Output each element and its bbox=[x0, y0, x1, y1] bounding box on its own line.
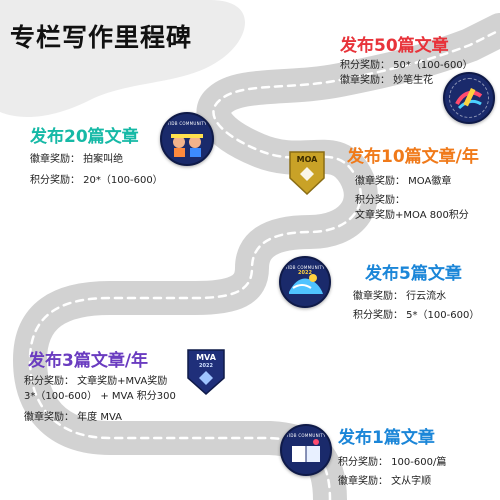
milestone-title: 发布50篇文章 bbox=[340, 36, 449, 56]
badge-wave-icon: TIDB COMMUNITY 2022 bbox=[279, 256, 331, 308]
milestone-title: 发布5篇文章 bbox=[365, 264, 462, 284]
milestone-points: 积分奖励： 20*（100-600） bbox=[30, 175, 163, 186]
badge-book-icon: TIDB COMMUNITY bbox=[280, 424, 332, 476]
milestone-title: 发布10篇文章/年 bbox=[347, 147, 479, 167]
milestone-3-articles-year: 发布3篇文章/年 积分奖励： 文章奖励+MVA奖励 3*（100-600） + … bbox=[24, 351, 176, 425]
milestone-points: 积分奖励： bbox=[355, 195, 405, 206]
milestone-badge: 徽章奖励： 拍案叫绝 bbox=[30, 154, 124, 165]
badge-pen-icon bbox=[443, 72, 495, 124]
badge-header: TIDB COMMUNITY bbox=[286, 433, 326, 438]
page-title: 专栏写作里程碑 bbox=[10, 23, 193, 52]
milestone-title: 发布1篇文章 bbox=[338, 428, 435, 448]
milestone-badge: 徽章奖励： 文从字顺 bbox=[338, 476, 432, 487]
milestone-points: 积分奖励： 100-600/篇 bbox=[338, 457, 447, 468]
milestone-1-article: 发布1篇文章 积分奖励： 100-600/篇 徽章奖励： 文从字顺 bbox=[338, 428, 446, 489]
badge-header: TIDB COMMUNITY bbox=[285, 265, 325, 270]
badge-year: 2022 bbox=[298, 270, 312, 276]
milestone-points-detail: 3*（100-600） + MVA 积分300 bbox=[24, 391, 176, 402]
milestone-points: 积分奖励： 50*（100-600） bbox=[340, 60, 473, 71]
milestone-5-articles: 发布5篇文章 徽章奖励： 行云流水 积分奖励： 5*（100-600） bbox=[353, 264, 479, 323]
milestone-title: 发布3篇文章/年 bbox=[28, 351, 149, 371]
milestone-points: 积分奖励： 文章奖励+MVA奖励 bbox=[24, 376, 168, 387]
badge-clap-icon: TIDB COMMUNITY bbox=[160, 112, 214, 166]
milestone-badge: 徽章奖励： 年度 MVA bbox=[24, 412, 123, 423]
milestone-badge: 徽章奖励： 行云流水 bbox=[353, 291, 447, 302]
milestone-points: 积分奖励： 5*（100-600） bbox=[353, 310, 480, 321]
shield-year: 2022 bbox=[199, 363, 213, 369]
milestone-20-articles: 发布20篇文章 徽章奖励： 拍案叫绝 积分奖励： 20*（100-600） bbox=[30, 127, 163, 188]
milestone-title: 发布20篇文章 bbox=[30, 127, 139, 147]
milestone-points-detail: 文章奖励+MOA 800积分 bbox=[355, 210, 469, 221]
milestone-10-articles-year: 发布10篇文章/年 徽章奖励： MOA徽章 积分奖励： 文章奖励+MOA 800… bbox=[347, 147, 479, 223]
moa-shield-icon: MOA bbox=[288, 150, 326, 196]
milestone-badge: 徽章奖励： MOA徽章 bbox=[355, 176, 452, 187]
milestone-50-articles: 发布50篇文章 积分奖励： 50*（100-600） 徽章奖励： 妙笔生花 bbox=[340, 36, 473, 88]
mva-shield-icon: MVA 2022 bbox=[186, 348, 226, 396]
milestone-badge: 徽章奖励： 妙笔生花 bbox=[340, 75, 434, 86]
badge-header: TIDB COMMUNITY bbox=[167, 121, 207, 126]
